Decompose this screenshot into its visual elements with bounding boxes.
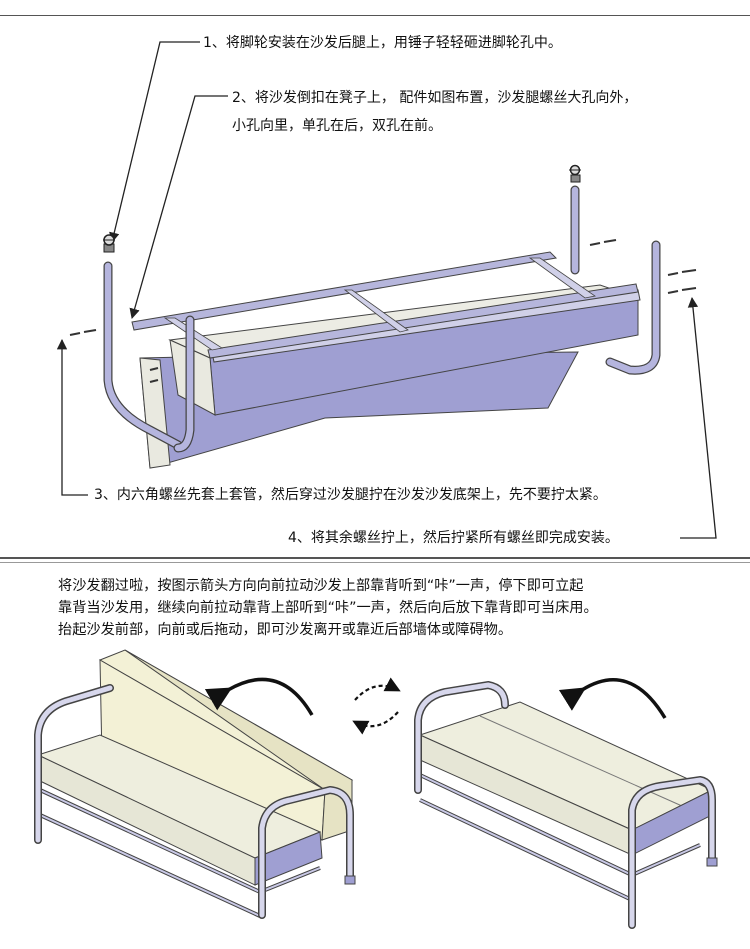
conversion-line-3: 抬起沙发前部，向前或后拖动，即可沙发离开或靠近后部墙体或障碍物。	[58, 622, 513, 638]
slat-rail-front	[207, 283, 639, 359]
sofa-bed-illustration	[414, 680, 718, 929]
rotate-arrow-icon	[558, 678, 667, 719]
conversion-instructions: 将沙发翻过啦，按图示箭头方向向前拉动沙发上部靠背听到“咔”一声，停下即可立起 靠…	[58, 575, 738, 641]
step-4-leader	[680, 296, 717, 539]
slat-rail-back	[131, 251, 558, 331]
middle-divider	[0, 557, 750, 559]
sofa-upright-illustration	[34, 649, 356, 919]
step-1-text: 1、将脚轮安装在沙发后腿上，用锤子轻轻砸进脚轮孔中。	[203, 35, 562, 51]
step-2-line-2: 小孔向里，单孔在后，双孔在前。	[232, 118, 442, 134]
top-divider	[0, 15, 750, 16]
step-3-text: 3、内六角螺丝先套上套管，然后穿过沙发腿拧在沙发沙发底架上，先不要拧太紧。	[94, 487, 607, 503]
step-2-line-1: 2、将沙发倒扣在凳子上， 配件如图布置，沙发腿螺丝大孔向外，	[232, 90, 638, 106]
middle-divider-inner	[0, 562, 750, 563]
slat-cross-2	[528, 257, 597, 299]
conversion-line-2: 靠背当沙发用，继续向前拉动靠背上部听到“咔”一声，然后向后放下靠背即可当床用。	[58, 600, 598, 616]
caster-icon	[569, 164, 581, 183]
screw-icon	[69, 239, 697, 383]
rotate-arrow-icon	[204, 677, 314, 716]
step-1-leader	[109, 41, 200, 244]
step-2-leader	[129, 95, 228, 320]
caster-icon	[103, 234, 115, 253]
slat-cross-1	[343, 289, 409, 333]
conversion-line-1: 将沙发翻过啦，按图示箭头方向向前拉动沙发上部靠背听到“咔”一声，停下即可立起	[58, 578, 584, 594]
step-3-leader	[56, 338, 88, 496]
step-4-text: 4、将其余螺丝拧上，然后拧紧所有螺丝即完成安装。	[288, 530, 619, 546]
assembly-diagram	[56, 41, 717, 539]
cycle-arrows-icon	[352, 677, 401, 735]
